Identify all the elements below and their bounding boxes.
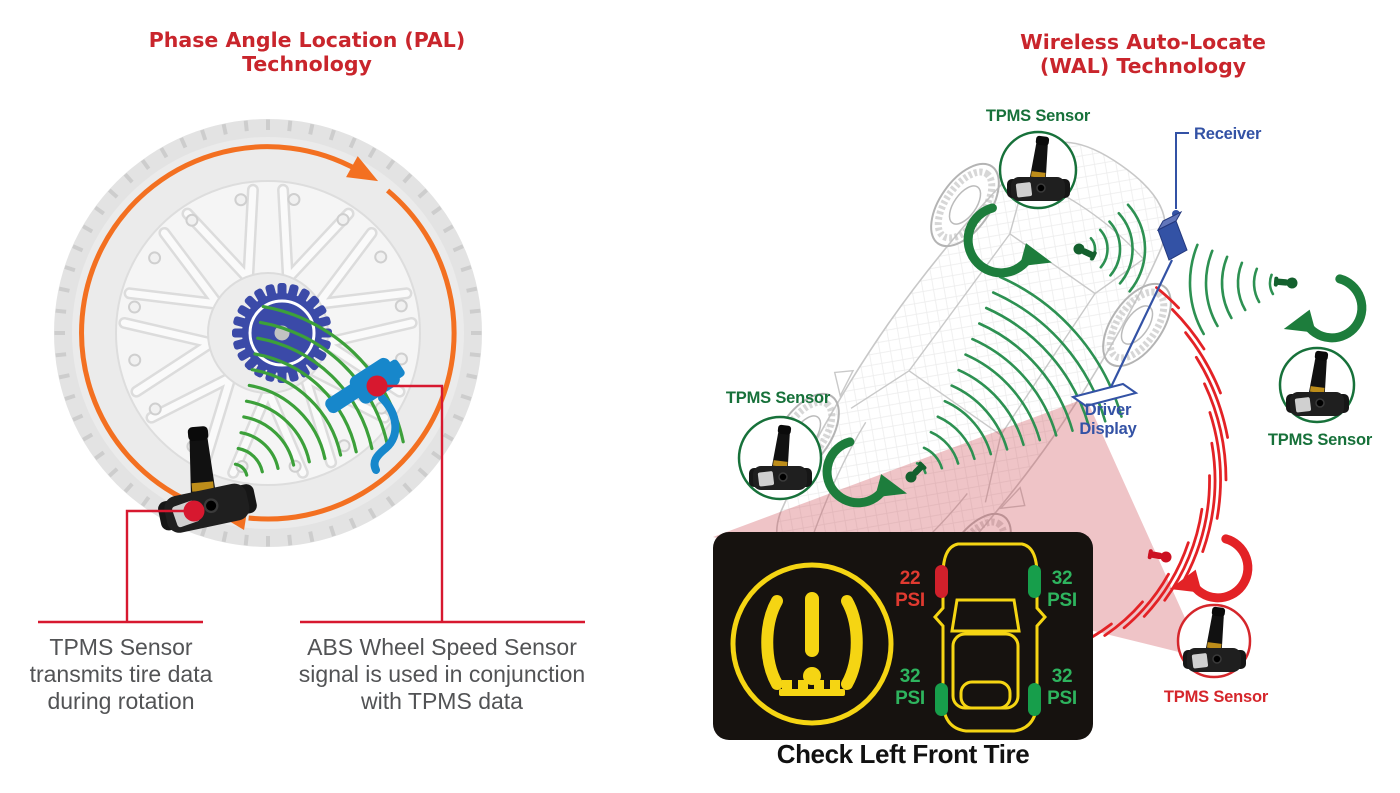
rotation-arrow-ring — [79, 144, 457, 530]
caption-tpms-line2: transmits tire data — [30, 661, 213, 687]
psi-rear-left-value: 32 — [900, 666, 921, 687]
pal-title-line1: Phase Angle Location (PAL) — [149, 28, 465, 52]
pal-title-line2: Technology — [242, 52, 372, 76]
wal-title-line1: Wireless Auto-Locate — [1020, 30, 1266, 54]
car-windshield — [850, 370, 1002, 503]
psi-rear-left-unit: PSI — [895, 688, 925, 709]
rotation-arrow-rear-right-icon — [1280, 274, 1367, 343]
wal-title-line2: (WAL) Technology — [1040, 54, 1246, 78]
wheel-sensor-glyph-rear-right-icon — [1273, 275, 1298, 289]
check-tire-caption: Check Left Front Tire — [777, 739, 1030, 769]
wal-diagram: Wireless Auto-Locate (WAL) Technology — [713, 30, 1373, 769]
car-mirrors — [833, 369, 1026, 510]
tpms-sensor-badge-bottom: TPMS Sensor — [1164, 603, 1269, 706]
psi-front-right-value: 32 — [1052, 568, 1073, 589]
callout-lines — [38, 384, 585, 624]
caption-abs-line1: ABS Wheel Speed Sensor — [307, 634, 577, 660]
tpms-sensor-badge-top: TPMS Sensor — [986, 107, 1091, 210]
callout-dot-abs — [366, 375, 388, 397]
caption-tpms: TPMS Sensor transmits tire data during r… — [30, 634, 213, 714]
car-top-windshield — [950, 598, 1021, 633]
caption-tpms-line1: TPMS Sensor — [49, 634, 192, 660]
tire-pill-rear-left — [935, 683, 948, 716]
pal-diagram: Phase Angle Location (PAL) Technology — [30, 28, 586, 714]
tpms-label-bottom: TPMS Sensor — [1164, 688, 1269, 706]
callout-line-tpms — [38, 509, 203, 624]
signal-waves-pal-icon — [233, 305, 405, 477]
driver-display-label-line1: Driver — [1085, 401, 1132, 419]
signal-waves-alert-icon — [1084, 286, 1229, 642]
tpms-label-right: TPMS Sensor — [1268, 431, 1373, 449]
signal-waves-rear-right-icon — [1188, 243, 1275, 336]
caption-abs-line3: with TPMS data — [360, 688, 523, 714]
driver-display-screen — [1070, 382, 1139, 408]
rotation-arrow-rear-left-icon — [963, 203, 1055, 278]
caption-abs: ABS Wheel Speed Sensor signal is used in… — [299, 634, 585, 714]
receiver-display-link — [1110, 259, 1173, 388]
psi-rear-right-value: 32 — [1052, 666, 1073, 687]
callout-line-abs — [300, 384, 585, 624]
psi-front-left-unit: PSI — [895, 590, 925, 611]
psi-front-right-unit: PSI — [1047, 590, 1077, 611]
tpms-label-left: TPMS Sensor — [726, 389, 831, 407]
dashboard-display: 22 PSI 32 PSI 32 PSI 32 PSI Check Left F… — [713, 532, 1093, 769]
rotation-arc-right-bottom — [248, 188, 457, 522]
rim-spokes-and-tread — [54, 119, 482, 547]
rotation-arc-left-top — [79, 144, 360, 504]
tire-pill-front-right — [1028, 565, 1041, 598]
tpms-label-top: TPMS Sensor — [986, 107, 1091, 125]
psi-rear-right-unit: PSI — [1047, 688, 1077, 709]
caption-tpms-line3: during rotation — [47, 688, 194, 714]
tire-pill-front-left — [935, 565, 948, 598]
car-top-rear-window — [959, 680, 1012, 710]
driver-display-label-line2: Display — [1079, 420, 1137, 438]
rotation-arrow-front-left-icon — [822, 437, 911, 508]
abs-tone-ring-gear — [232, 283, 332, 383]
car-roof — [908, 233, 1096, 436]
caption-abs-line2: signal is used in conjunction — [299, 661, 585, 687]
tire-pill-rear-right — [1028, 683, 1041, 716]
callout-dot-tpms — [183, 500, 205, 522]
receiver-assembly: Receiver — [1156, 125, 1262, 261]
psi-front-left-value: 22 — [900, 568, 921, 589]
receiver-box-front — [1157, 220, 1188, 261]
rotation-arrow-alert-icon — [1166, 534, 1253, 603]
abs-sensor-cable — [370, 394, 400, 474]
tpms-warning-icon — [730, 562, 894, 726]
tpms-sensor-badge-left: TPMS Sensor — [726, 389, 831, 501]
tpms-sensor-badge-right: TPMS Sensor — [1268, 346, 1373, 449]
receiver-label: Receiver — [1194, 125, 1262, 143]
receiver-pointer-line — [1175, 132, 1189, 209]
rotation-arrows — [822, 203, 1367, 603]
